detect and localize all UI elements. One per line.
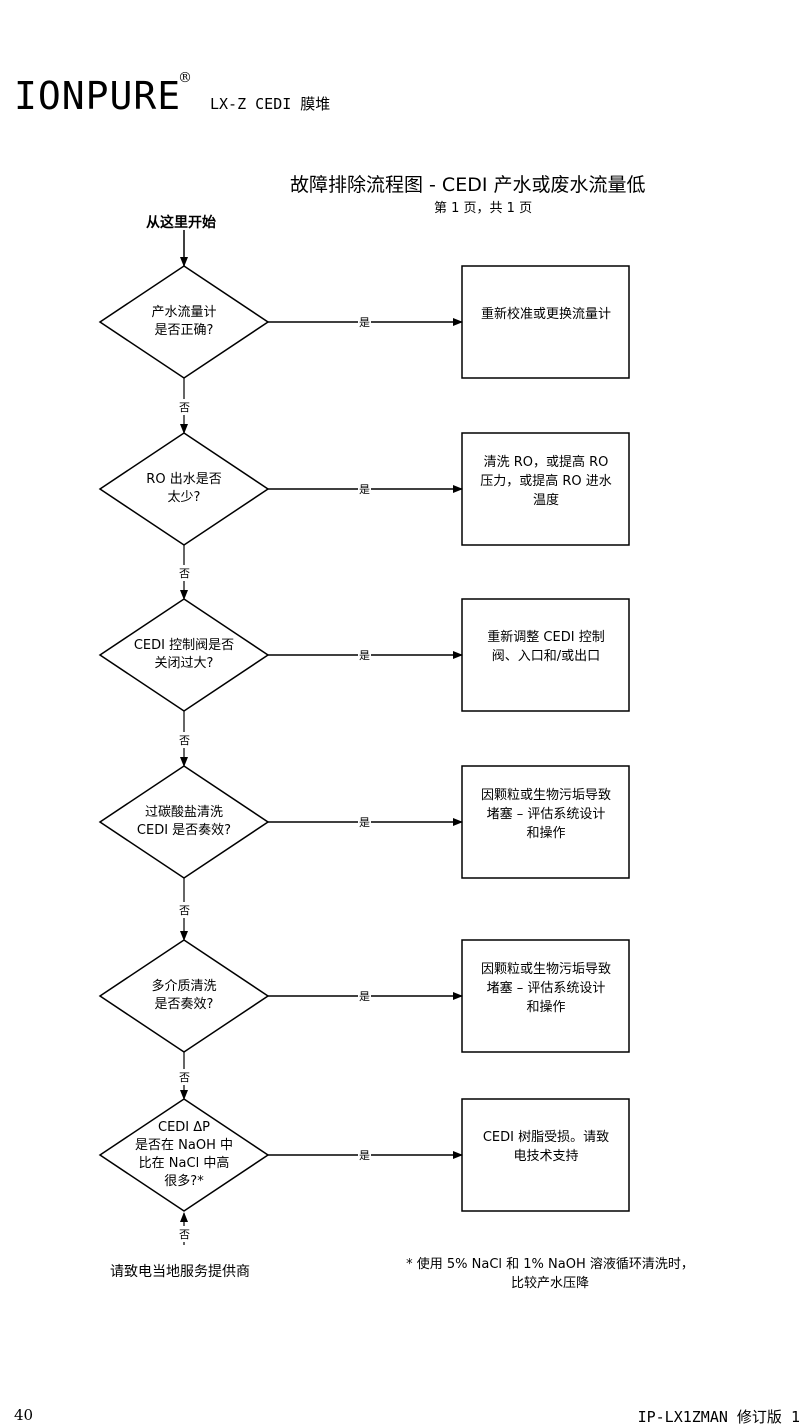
- start-label: 从这里开始: [146, 215, 216, 231]
- action-text: 因颗粒或生物污垢导致 堵塞 – 评估系统设计 和操作: [480, 961, 611, 1015]
- action-box: [461, 432, 630, 546]
- yes-label: 是: [358, 988, 371, 1004]
- yes-label: 是: [358, 814, 371, 830]
- document-id: IP-LX1ZMAN 修订版 1: [637, 1408, 800, 1426]
- page-info: 第 1 页，共 1 页: [434, 201, 533, 216]
- brand-logo: IONPURE: [14, 74, 182, 118]
- action-box: [461, 598, 630, 712]
- no-label: 否: [178, 398, 191, 415]
- page-number: 40: [14, 1406, 34, 1424]
- no-label: 否: [178, 565, 191, 581]
- no-label: 否: [178, 1226, 191, 1242]
- action-text: 因颗粒或生物污垢导致 堵塞 – 评估系统设计 和操作: [480, 787, 611, 841]
- action-box: [461, 765, 630, 879]
- page-title: 故障排除流程图 - CEDI 产水或废水流量低: [290, 174, 646, 196]
- action-text: CEDI 树脂受损。请致 电技术支持: [482, 1130, 610, 1164]
- decision-question: 多介质清洗 是否奏效?: [151, 979, 217, 1012]
- decision-question: CEDI ΔP 是否在 NaOH 中 比在 NaCl 中高 很多?*: [135, 1120, 233, 1189]
- decision-question: RO 出水是否 太少?: [146, 472, 222, 505]
- action-text: 重新调整 CEDI 控制 阀、入口和/或出口: [487, 630, 605, 664]
- no-label: 否: [178, 731, 191, 748]
- yes-label: 是: [358, 1147, 371, 1163]
- yes-label: 是: [358, 314, 371, 330]
- yes-label: 是: [358, 481, 371, 497]
- action-box: [461, 939, 630, 1053]
- yes-label: 是: [358, 647, 371, 663]
- footnote: * 使用 5% NaCl 和 1% NaOH 溶液循环清洗时， 比较产水压降: [406, 1257, 694, 1291]
- action-box: [461, 1098, 630, 1212]
- product-name: LX-Z CEDI 膜堆: [210, 95, 331, 113]
- no-label: 否: [178, 902, 191, 918]
- decision-question: 过碳酸盐清洗 CEDI 是否奏效?: [136, 805, 232, 838]
- decision-question: CEDI 控制阀是否 关闭过大?: [133, 638, 235, 671]
- decision-diamond: [98, 1098, 270, 1212]
- end-instruction: 请致电当地服务提供商: [110, 1264, 250, 1280]
- decision-question: 产水流量计 是否正确?: [151, 305, 217, 338]
- no-label: 否: [178, 1068, 191, 1085]
- action-text: 重新校准或更换流量计: [480, 306, 611, 322]
- action-text: 清洗 RO，或提高 RO 压力，或提高 RO 进水 温度: [480, 454, 612, 508]
- registered-mark: ®: [178, 70, 192, 86]
